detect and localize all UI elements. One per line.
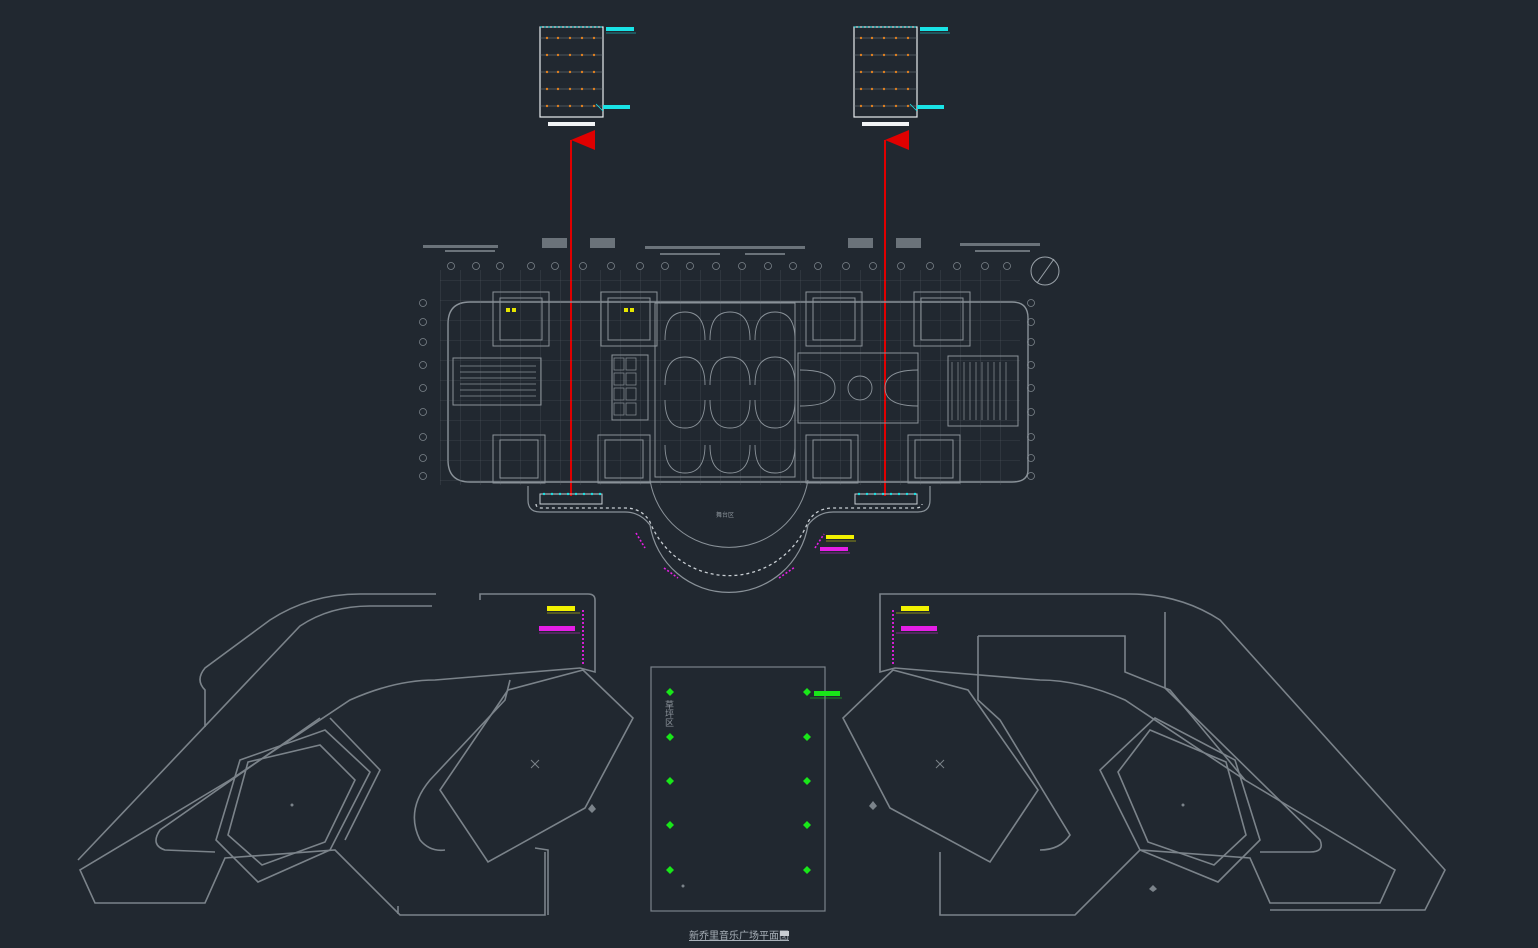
light-fixture-icon: [506, 308, 634, 312]
yellow-tag: [547, 606, 575, 611]
yellow-tag: [826, 535, 854, 539]
stage-zone-label: 舞台区: [716, 512, 735, 519]
scale-bar: [780, 931, 789, 936]
cross-mark-icon: [530, 759, 945, 769]
cyan-tag: [917, 105, 944, 109]
cyan-tag: [920, 27, 948, 31]
detail-elevation-left[interactable]: [539, 26, 636, 126]
cyan-tag: [606, 27, 634, 31]
plan-caption: 新乔里音乐广场平面图: [689, 931, 789, 942]
green-tag: [814, 691, 840, 696]
plaza-site-plan[interactable]: [77, 593, 1446, 916]
light-fixture-icon: [666, 688, 811, 874]
cyan-tag: [603, 105, 630, 109]
building-floor-plan[interactable]: [419, 238, 1060, 593]
magenta-tag: [820, 547, 848, 551]
north-arrow-icon: [1030, 256, 1060, 286]
yellow-tag: [901, 606, 929, 611]
magenta-tag: [539, 626, 575, 631]
magenta-tag: [901, 626, 937, 631]
detail-elevation-right[interactable]: [853, 26, 950, 126]
lawn-zone-label: 草坪区: [663, 700, 673, 727]
